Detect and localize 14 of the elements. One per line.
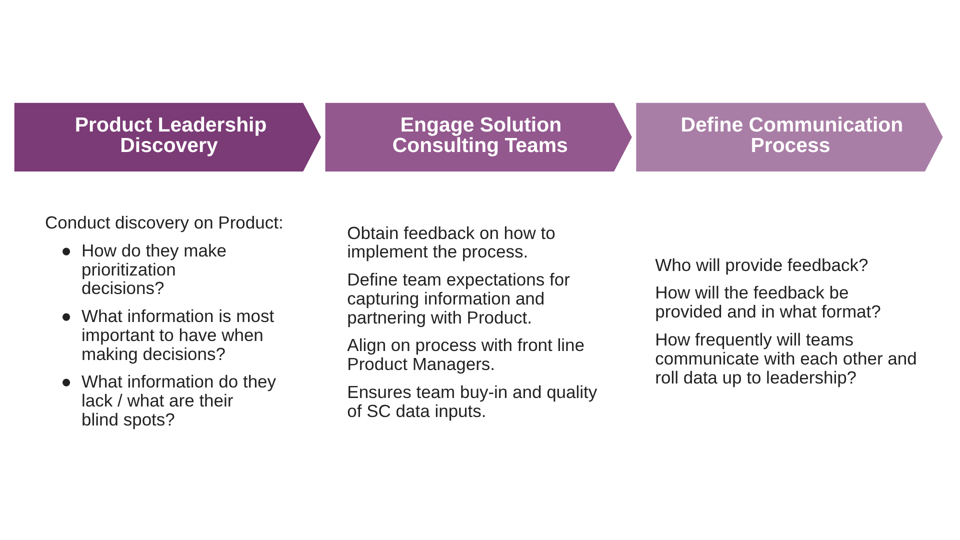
node-label: How frequently will teams communicate with each other and roll data up to leadership? [655, 329, 917, 388]
node-label: Define team expectations for capturing information and partnering with Product. [347, 269, 570, 328]
label: ● [61, 306, 72, 326]
node-label: Obtain feedback on how to implement the process. [347, 222, 556, 262]
node-label: What information is most important to have when making decisions? [82, 306, 274, 364]
node-label: Who will provide feedback? [655, 254, 868, 275]
node-label: Align on process with front line Product Managers. [347, 335, 585, 374]
node-label: What information do they lack / what are their blind spots? [82, 372, 276, 430]
node-label: Conduct discovery on Product: [45, 212, 284, 233]
label: ● [61, 372, 72, 392]
node-label: Ensures team buy-in and quality of SC data inputs. [347, 382, 598, 421]
node-label: How will the feedback be provided and in what format? [655, 282, 881, 322]
node-label: How do they make prioritization decisions? [82, 240, 226, 298]
label: ● [61, 240, 72, 260]
